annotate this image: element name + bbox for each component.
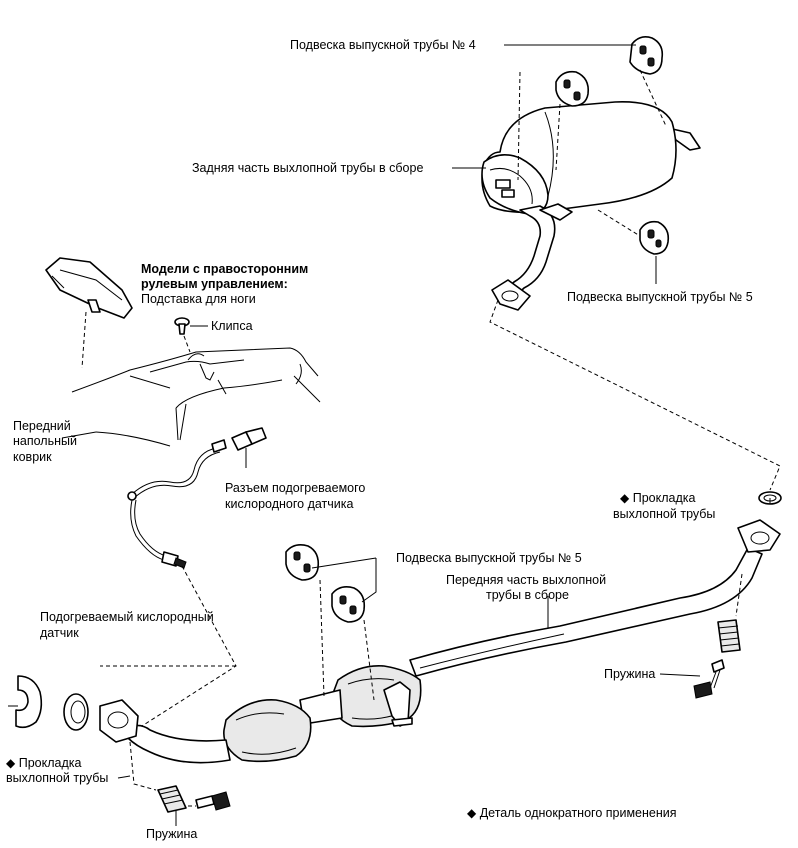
spring-icon [157,785,187,813]
footrest-icon [45,257,133,319]
label-sensor-connector-1: Разъем подогреваемого [225,481,366,495]
label-gasket-right-2: выхлопной трубы [613,507,716,521]
label-gasket-right-text: Прокладка [632,491,696,505]
label-sensor-connector-2: кислородного датчика [225,497,354,511]
label-oxygen-sensor-1: Подогреваемый кислородный [40,610,214,624]
label-spring-bottom: Пружина [146,827,198,841]
label-single-use-note-text: Деталь однократного применения [479,806,677,820]
marker-diamond: ◆ [620,491,630,505]
bolt-icon [693,659,725,699]
label-front-floor-mat-1: Передний [13,419,71,433]
label-oxygen-sensor-2: датчик [40,626,79,640]
label-hanger-5-right: Подвеска выпускной трубы № 5 [567,290,753,304]
clip-icon [174,317,190,335]
label-spring-right: Пружина [604,667,656,681]
label-hanger-4-top: Подвеска выпускной трубы № 4 [290,38,476,52]
label-single-use-note: ◆ Деталь однократного применения [467,806,677,821]
label-rhd-title-2: рулевым управлением: [141,277,288,291]
label-rhd-title-1: Модели с правосторонним [141,262,309,276]
label-front-pipe-1: Передняя часть выхлопной [446,573,607,587]
exhaust-hanger-icon [639,220,670,255]
label-gasket-left-2: выхлопной трубы [6,771,109,785]
label-clip: Клипса [211,319,253,333]
label-hanger-5-mid: Подвеска выпускной трубы № 5 [396,551,582,565]
bolt-icon [195,791,231,811]
label-gasket-right-1: ◆ Прокладка [620,491,695,506]
front-floor-mat [71,347,321,447]
label-front-floor-mat-3: коврик [13,450,52,464]
marker-diamond: ◆ [467,806,477,820]
marker-diamond: ◆ [6,756,16,770]
exhaust-hanger-icon [331,586,366,623]
spring-icon [717,619,741,653]
catalytic-converter-icon [223,699,312,763]
label-rear-pipe-assembly: Задняя часть выхлопной трубы в сборе [192,161,424,175]
label-front-floor-mat-2: напольный [13,434,77,448]
oxygen-sensor-icon [127,427,267,569]
rear-exhaust-pipe-assembly [481,101,701,311]
front-exhaust-pipe-assembly [99,519,781,764]
gasket-icon [63,693,89,731]
exhaust-hanger-icon [555,70,590,107]
exhaust-hanger-icon [285,544,320,581]
label-gasket-left-1: ◆ Прокладка [6,756,81,771]
exhaust-hanger-icon [629,36,664,75]
label-gasket-left-text: Прокладка [18,756,82,770]
label-footrest: Подставка для ноги [141,292,256,306]
label-front-pipe-2: трубы в сборе [486,588,569,602]
